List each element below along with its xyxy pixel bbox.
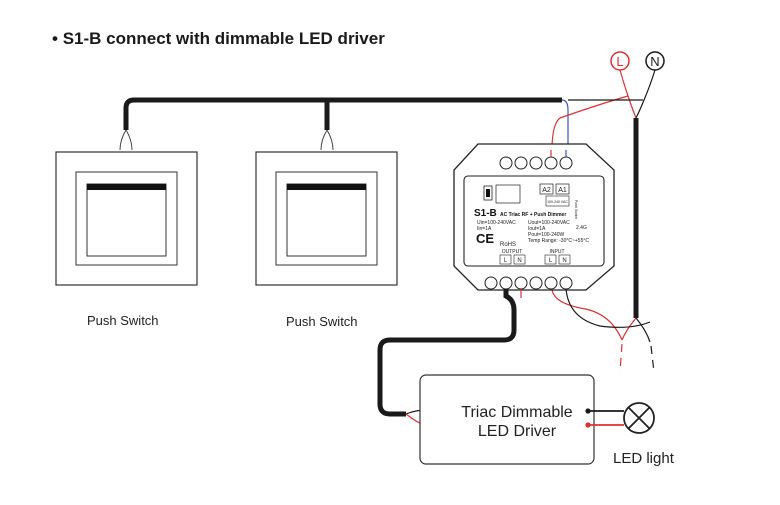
led-light <box>590 402 655 434</box>
temp-label: Temp Range: -30°C~+55°C <box>528 238 589 244</box>
top-terminals <box>499 156 573 170</box>
ce-mark: CE <box>476 231 494 246</box>
spec-in-1: Uin=100-240VAC <box>477 220 516 226</box>
s1b-dimmer: A2 A1 100-240 VAC Push Switch S1-B AC Tr… <box>453 143 615 291</box>
spec-out-1: Uout=100-240VAC <box>528 220 570 226</box>
neutral-terminal: N <box>645 51 665 71</box>
out-l: L <box>504 258 508 264</box>
led-driver: Triac Dimmable LED Driver <box>419 374 595 465</box>
in-n: N <box>562 258 566 264</box>
side-note: Push Switch <box>574 200 578 219</box>
push-switch-2 <box>255 151 398 286</box>
rohs-mark: RoHS <box>500 242 516 248</box>
switch-1-label: Push Switch <box>87 313 159 328</box>
driver-line1: Triac Dimmable <box>461 404 573 421</box>
bottom-terminals <box>484 276 573 290</box>
output-label: OUTPUT <box>502 249 523 255</box>
led-light-label: LED light <box>613 450 674 467</box>
switch-2-label: Push Switch <box>286 314 358 329</box>
out-n: N <box>517 258 521 264</box>
dimmer-subtitle: AC Triac RF + Push Dimmer <box>500 212 566 218</box>
a2-label: A2 <box>542 187 551 194</box>
freq-label: 2.4G <box>576 225 587 231</box>
spec-out-3: Pout=100-240W <box>528 232 565 238</box>
neutral-terminal-label: N <box>650 54 659 69</box>
push-switch-1 <box>55 151 198 286</box>
diagram-title: • S1-B connect with dimmable LED driver <box>52 29 385 48</box>
line-terminal: L <box>610 51 630 71</box>
spec-in-2: Iin=1A <box>477 226 492 232</box>
line-terminal-label: L <box>616 54 623 69</box>
dimmer-model: S1-B <box>474 208 497 219</box>
mains-cable <box>551 69 656 373</box>
a1-label: A1 <box>558 187 567 194</box>
driver-line2: LED Driver <box>478 423 557 440</box>
mini-vac-label: 100-240 VAC <box>547 200 568 204</box>
input-label: INPUT <box>550 249 565 255</box>
in-l: L <box>549 258 553 264</box>
spec-out-2: Iout=1A <box>528 226 546 232</box>
switch-cable <box>119 97 569 151</box>
